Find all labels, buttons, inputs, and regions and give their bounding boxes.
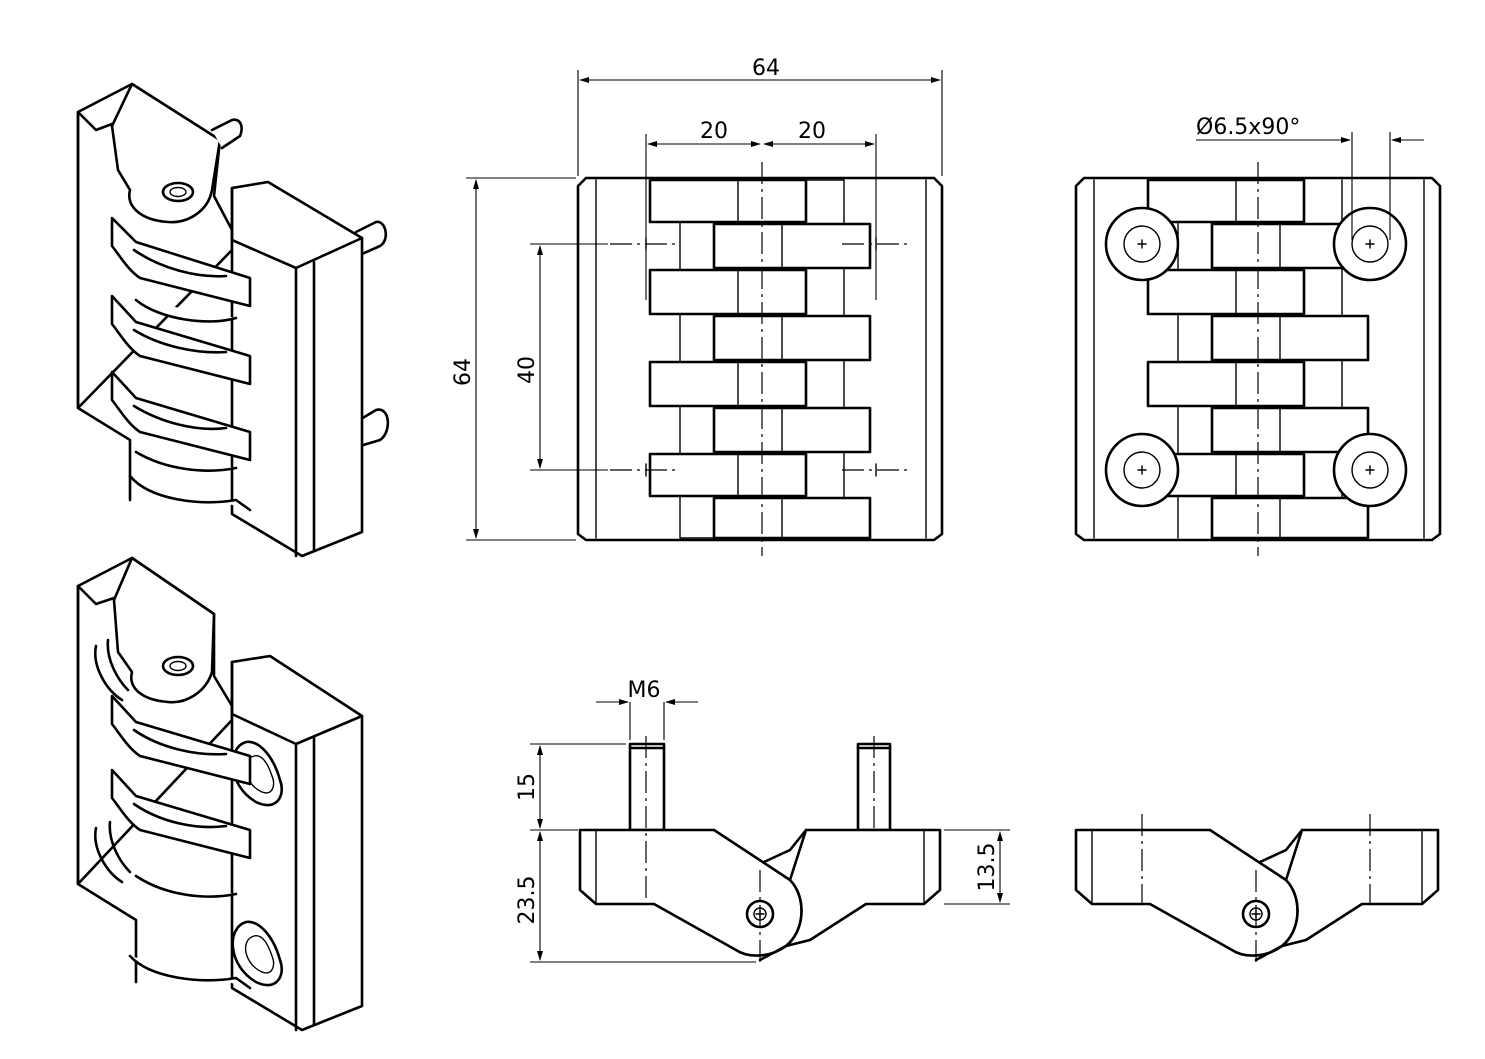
- dim-leaf-height: 13.5: [975, 843, 1000, 892]
- isometric-view-pins: [76, 82, 390, 558]
- dim-overall-height: 64: [451, 358, 476, 386]
- dim-overall-width: 64: [752, 56, 780, 81]
- countersunk-hole: [1104, 432, 1180, 508]
- dim-hole-spacing: 40: [515, 356, 540, 384]
- dim-pin-offset-left: 20: [700, 119, 728, 144]
- front-view: 64 20 20 64 40: [451, 56, 944, 556]
- countersunk-hole: [1332, 206, 1408, 282]
- countersunk-hole: [1332, 432, 1408, 508]
- countersunk-hole: [1104, 206, 1180, 282]
- dim-pin-offset-right: 20: [798, 119, 826, 144]
- dim-open-height: 23.5: [515, 876, 540, 925]
- dim-pin-length: 15: [515, 773, 540, 801]
- isometric-view-holes: [76, 556, 364, 1032]
- side-view-pins: M6 15 23.5 13.5: [515, 678, 1010, 966]
- side-view-holes: [1074, 814, 1440, 966]
- dim-countersink: Ø6.5x90°: [1196, 115, 1300, 140]
- rear-view: Ø6.5x90°: [1074, 115, 1442, 556]
- dim-thread: M6: [628, 678, 661, 703]
